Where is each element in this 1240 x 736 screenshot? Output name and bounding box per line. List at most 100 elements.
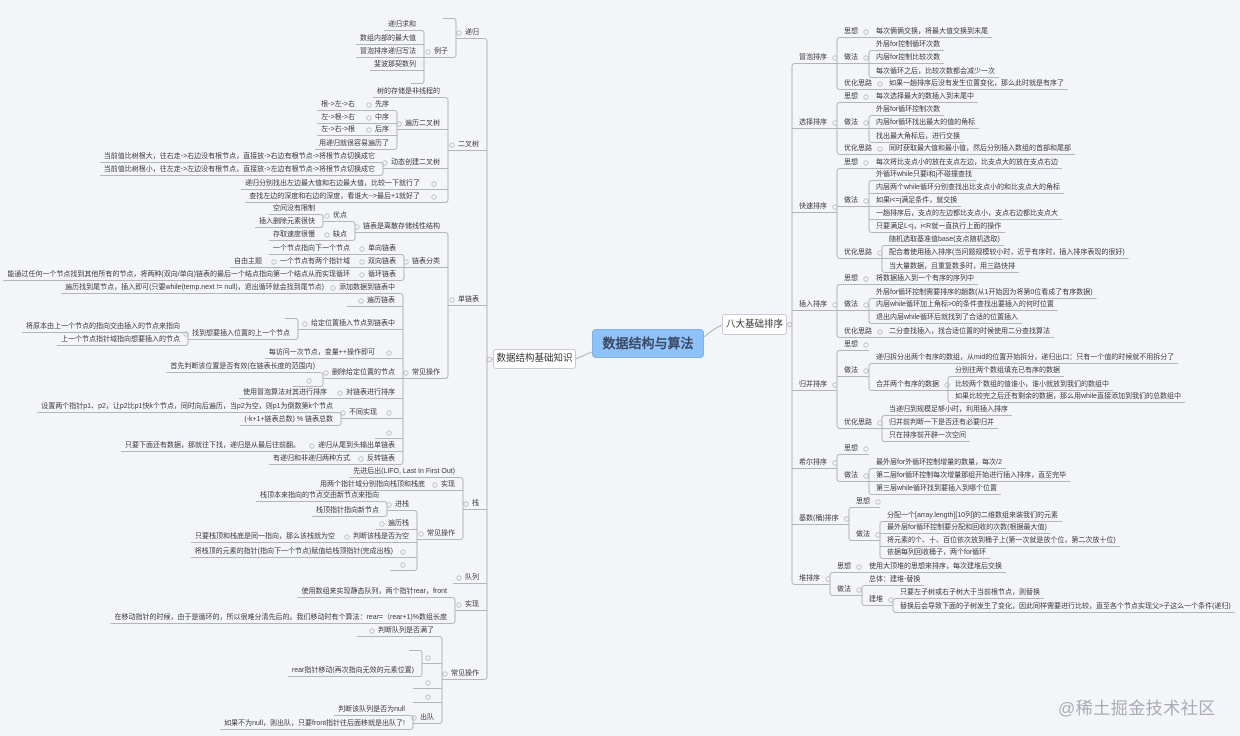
topic-node[interactable]: 做法 [844,197,858,204]
topic-node[interactable]: 使用冒泡算法对其进行排序 [243,389,327,396]
topic-node[interactable]: 思想 [844,159,858,166]
topic-node[interactable]: 优化思路 [844,419,872,426]
topic-node[interactable]: 在移动指针的时候，由于是循环的，所以很难分清先后的。我们移动时有个算法：rear… [114,614,447,621]
collapse-toggle-icon[interactable] [359,272,365,278]
topic-node[interactable]: 思想 [844,275,858,282]
topic-node[interactable]: 只要下面还有数据，那就往下找，递归是从最后往前翻。 [125,442,300,449]
topic-node[interactable]: 斐波那契数列 [374,61,416,68]
topic-node[interactable]: 链表分类 [412,258,440,265]
topic-node[interactable]: 思想 [844,28,858,35]
topic-node[interactable]: 单链表 [458,296,479,303]
collapse-toggle-icon[interactable] [431,181,437,187]
topic-node[interactable]: 每访问一次节点，变量++操作即可 [268,349,375,356]
collapse-toggle-icon[interactable] [358,456,364,462]
collapse-toggle-icon[interactable] [302,321,308,327]
topic-node[interactable]: 能通过任何一个节点找到其他所有的节点，将两种(双向/单向)链表的最后一个结点指向… [7,271,350,278]
topic-node[interactable]: 左->右->根 [321,126,355,133]
topic-node[interactable]: 快速排序 [799,203,827,210]
collapse-toggle-icon[interactable] [386,410,392,416]
topic-node[interactable]: 只要栈顶和栈底是同一指向，那么该栈就为空 [195,533,335,540]
topic-node[interactable]: 退出内层while循环后就找到了合适的位置插入 [876,314,1018,321]
topic-node[interactable]: 替换后会导致下面的子树发生了变化，因此同样需要进行比较，直至各个节点实现父>子这… [900,603,1231,610]
topic-node[interactable]: 外层for循环控制需要排序的趟数(从1开始因为将第0位看成了有序数据) [876,289,1093,296]
topic-node[interactable]: 将栈顶的元素的指针(指向下一个节点)赋值给栈顶指针(完成出栈) [194,548,393,555]
collapse-toggle-icon[interactable] [271,259,277,265]
topic-node[interactable]: 栈 [472,500,479,507]
topic-node[interactable]: 遍历二叉树 [405,120,440,127]
central-topic[interactable]: 数据结构与算法 [592,329,704,358]
collapse-toggle-icon[interactable] [400,562,406,568]
collapse-toggle-icon[interactable] [359,246,365,252]
topic-node[interactable]: 最外层for循环控制要分配和回收的次数(根据最大值) [887,524,1047,531]
topic-node[interactable]: 内层while循环加上角标>0的条件查找出要插入的何时位置 [876,301,1054,308]
collapse-toggle-icon[interactable] [863,120,869,126]
collapse-toggle-icon[interactable] [456,575,462,581]
topic-node[interactable]: 只在排序前开辟一次空间 [889,432,966,439]
topic-node[interactable]: 常见操作 [451,670,479,677]
topic-node[interactable]: 判断该队列是否为null [338,706,405,713]
collapse-toggle-icon[interactable] [386,430,392,436]
topic-node[interactable]: 双向链表 [368,258,396,265]
topic-node[interactable]: 思想 [844,93,858,100]
collapse-toggle-icon[interactable] [425,680,431,686]
topic-node[interactable]: 中序 [375,114,389,121]
topic-node[interactable]: 每次俩俩交换，将最大值交换到末尾 [876,28,988,35]
collapse-toggle-icon[interactable] [863,302,869,308]
topic-node[interactable]: 根->左->右 [321,101,355,108]
topic-node[interactable]: 一趟排序后，支点的左边都比支点小，支点右边都比支点大 [876,210,1058,217]
topic-node[interactable]: 查找左边的深度和右边的深度，看谁大-->最后+1就好了 [249,193,420,200]
collapse-toggle-icon[interactable] [786,321,793,328]
collapse-toggle-icon[interactable] [337,390,343,396]
collapse-toggle-icon[interactable] [877,329,883,335]
topic-node[interactable]: 一个节点指向下一个节点 [273,245,350,252]
collapse-toggle-icon[interactable] [369,628,375,634]
topic-node[interactable]: 优化思路 [844,145,872,152]
topic-node[interactable]: 第二层for循环控制每次增量那组开始进行插入排序，直至完毕 [876,472,1067,479]
collapse-toggle-icon[interactable] [877,81,883,87]
collapse-toggle-icon[interactable] [863,342,869,348]
collapse-toggle-icon[interactable] [863,198,869,204]
topic-node[interactable]: 当大量数据，且重复数多时，用三路快排 [889,263,1015,270]
topic-node[interactable]: 有递归和非递归两种方式 [273,455,350,462]
topic-node[interactable]: 优化思路 [844,328,872,335]
collapse-toggle-icon[interactable] [403,370,409,376]
collapse-toggle-icon[interactable] [425,49,431,55]
collapse-toggle-icon[interactable] [863,55,869,61]
topic-node[interactable]: 希尔排序 [799,459,827,466]
topic-node[interactable]: 找出最大角标后，进行交换 [876,133,960,140]
topic-node[interactable]: 反转链表 [367,455,395,462]
topic-node[interactable]: 建堆 [869,596,883,603]
topic-node[interactable]: 做法 [844,367,858,374]
collapse-toggle-icon[interactable] [944,382,950,388]
collapse-toggle-icon[interactable] [379,521,385,527]
topic-node[interactable]: 递归求和 [388,21,416,28]
collapse-toggle-icon[interactable] [863,446,869,452]
collapse-toggle-icon[interactable] [309,443,315,449]
topic-node[interactable]: 队列 [465,574,479,581]
topic-node[interactable]: 最外层for外循环控制增量的数量，每次/2 [876,459,1003,466]
collapse-toggle-icon[interactable] [382,160,388,166]
topic-node[interactable]: 上一个节点指针域指向想要插入的节点 [61,336,180,343]
collapse-toggle-icon[interactable] [366,127,372,133]
topic-node[interactable]: 循环链表 [368,271,396,278]
collapse-toggle-icon[interactable] [456,30,462,36]
collapse-toggle-icon[interactable] [324,213,330,219]
topic-node[interactable]: 首先判断该位置是否有效(在链表长度的范围内) [170,363,315,370]
collapse-toggle-icon[interactable] [856,587,862,593]
collapse-toggle-icon[interactable] [863,276,869,282]
topic-node[interactable]: 优化思路 [844,80,872,87]
collapse-toggle-icon[interactable] [856,564,862,570]
topic-node[interactable]: 冒泡排序递归写法 [360,48,416,55]
topic-node[interactable]: 每次将比支点小的放在支点左边，比支点大的放在支点右边 [876,159,1058,166]
topic-node[interactable]: 将数据插入到一个有序的序列中 [876,275,974,282]
topic-node[interactable]: 插入删除元素很快 [259,218,315,225]
collapse-toggle-icon[interactable] [877,146,883,152]
topic-node[interactable]: 栈顶指针指向新节点 [316,507,379,514]
topic-node[interactable]: 二分查找插入，找合适位置的时候使用二分查找算法 [889,328,1050,335]
topic-node[interactable]: 单向链表 [368,245,396,252]
topic-node[interactable]: 如果i<=j满足条件，就交换 [876,197,958,204]
collapse-toggle-icon[interactable] [366,115,372,121]
topic-node[interactable]: 进栈 [395,501,409,508]
topic-node[interactable]: 内层for循环找出最大的值的角标 [876,119,976,126]
collapse-toggle-icon[interactable] [449,142,455,148]
